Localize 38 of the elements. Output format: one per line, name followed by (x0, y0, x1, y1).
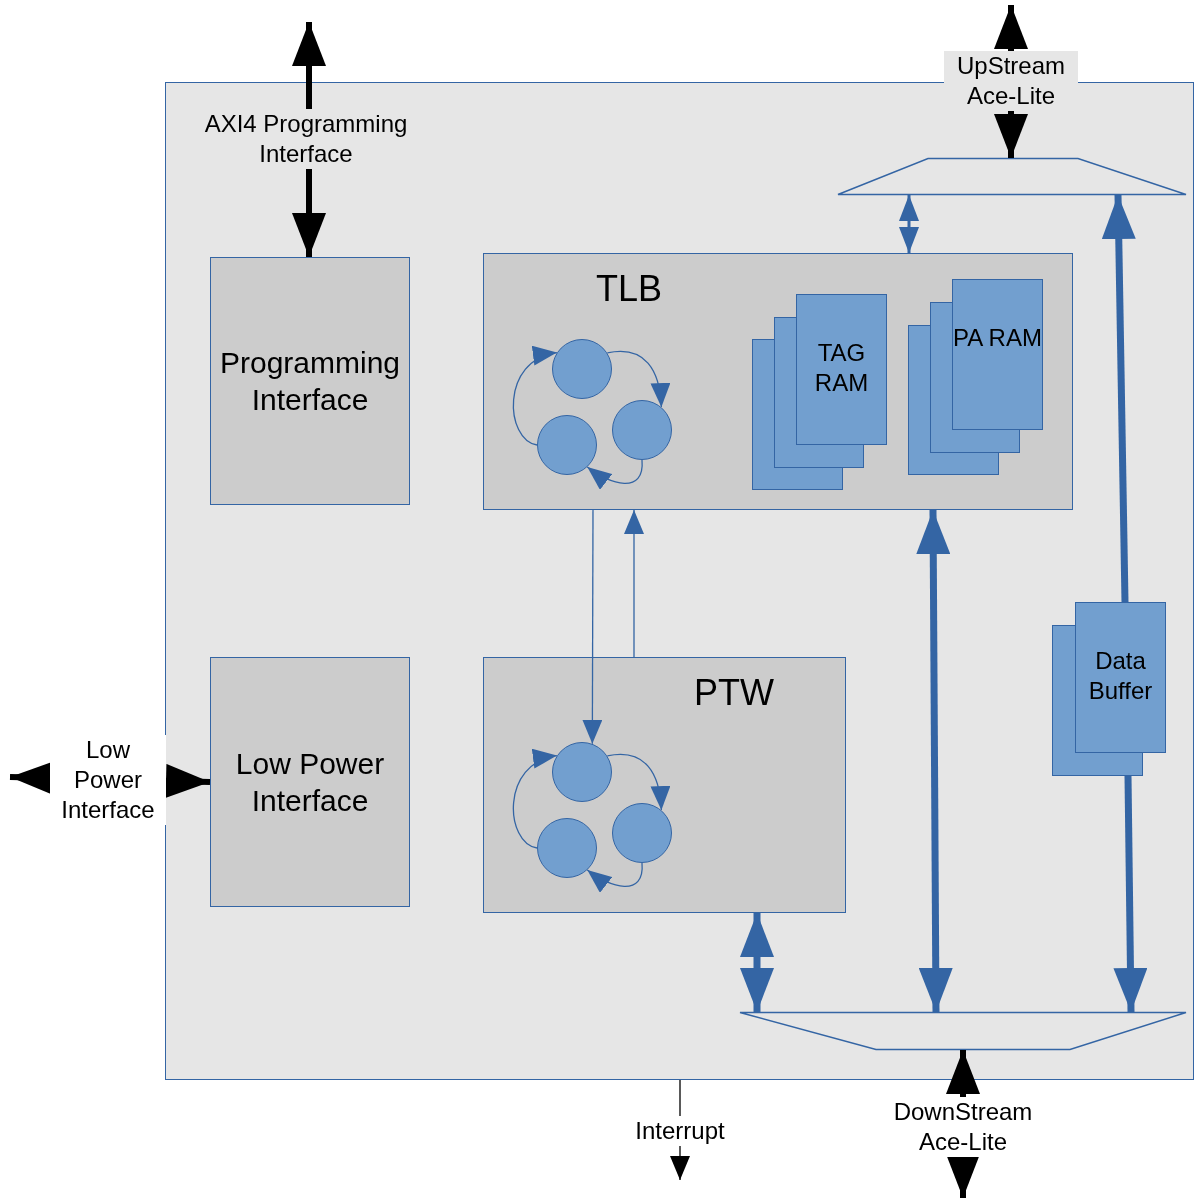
double-arrow (916, 510, 953, 1012)
block-label: Low Power Interface (234, 745, 386, 819)
interface-block (210, 657, 410, 907)
arrow (1101, 194, 1136, 603)
arrow (624, 509, 644, 658)
arrow (606, 753, 670, 811)
arrow (606, 350, 670, 408)
interface-block (210, 257, 410, 505)
ptw-block (483, 657, 846, 913)
block-label: PA RAM (952, 323, 1043, 353)
arrow (586, 459, 643, 487)
memory-stack (908, 279, 1043, 475)
double-arrow (740, 913, 774, 1012)
arrow (512, 750, 558, 849)
state-circle (552, 339, 612, 399)
state-circle (537, 818, 597, 878)
state-circle (537, 415, 597, 475)
system-block (165, 82, 1194, 1080)
double-arrow (899, 195, 919, 253)
edge-label: UpStream Ace-Lite (944, 51, 1078, 111)
block-label: Data Buffer (1087, 646, 1154, 706)
block-label: TAG RAM (813, 338, 870, 398)
block-title: TLB (595, 267, 663, 311)
arrow (582, 509, 603, 745)
state-circle (612, 400, 672, 460)
bus-mux (838, 158, 1186, 195)
memory-stack (752, 294, 887, 490)
block-title: PTW (693, 671, 775, 715)
buffer-stack (1052, 602, 1166, 776)
block-label: Programming Interface (218, 344, 402, 418)
tlb-block (483, 253, 1073, 510)
bus-mux (740, 1012, 1186, 1050)
arrow (512, 347, 558, 446)
arrow (586, 862, 643, 890)
arrow (1113, 775, 1148, 1013)
edge-label: Low Power Interface (50, 735, 166, 825)
state-circle (612, 803, 672, 863)
state-circle (552, 742, 612, 802)
